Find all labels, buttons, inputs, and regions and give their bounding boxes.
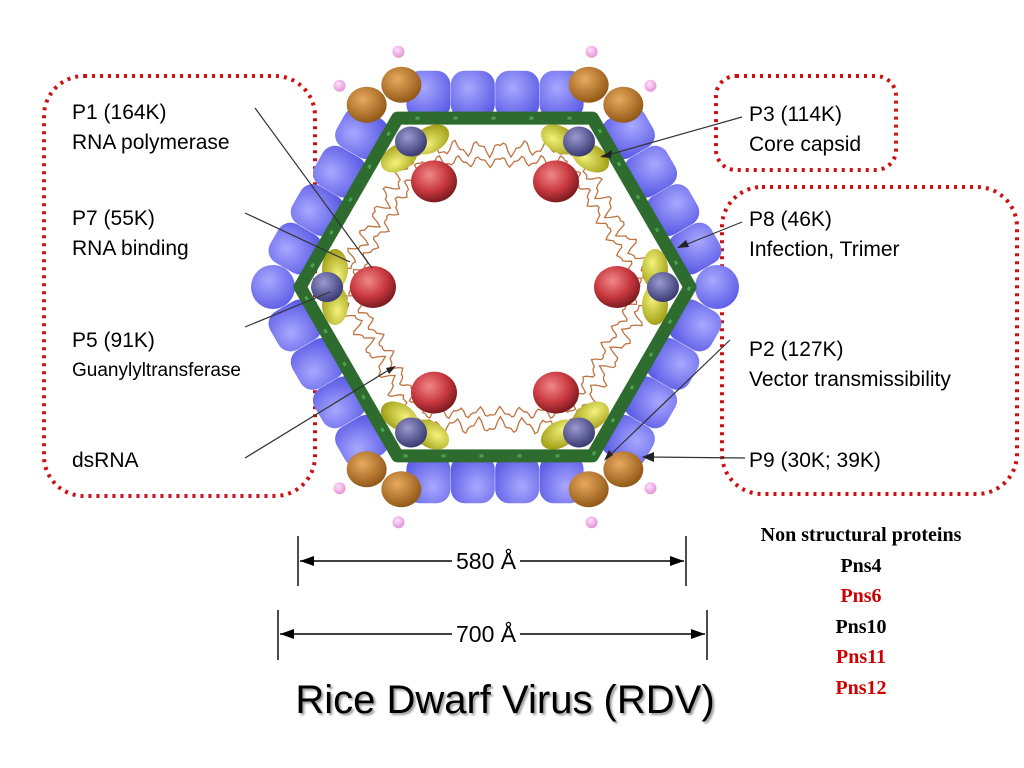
dsrna-strand: [567, 286, 641, 414]
label-p8-name: P8 (46K): [749, 208, 832, 231]
non-structural-item: Pns12: [835, 676, 887, 699]
p8-corner-blob: [695, 265, 739, 309]
p2-blob: [603, 451, 644, 488]
p5-blob: [395, 417, 427, 448]
label-p3: P3 (114K) Core capsid: [749, 100, 861, 160]
p8-blob: [495, 455, 540, 504]
p9-dot: [392, 516, 405, 529]
label-p2-name: P2 (127K): [749, 338, 844, 361]
dim700-left-arrow: [280, 629, 294, 639]
page-title: Rice Dwarf Virus (RDV): [295, 678, 715, 722]
p8-blob: [450, 455, 495, 504]
p9-dot: [585, 45, 598, 58]
label-p3-desc: Core capsid: [749, 133, 862, 156]
leader-arrowheads: [386, 150, 689, 462]
non-structural-item: Pns6: [840, 585, 882, 607]
arrowhead-dsrna: [386, 366, 396, 374]
label-dsrna-name: dsRNA: [72, 449, 139, 472]
leader-p3: [603, 116, 743, 157]
leader-p5: [244, 291, 331, 328]
leader-dsrna: [244, 367, 393, 459]
p9-dot: [333, 482, 346, 495]
p9-dot: [644, 482, 657, 495]
p3-hexagon: [293, 111, 697, 463]
label-p5: P5 (91K) Guanylyltransferase: [72, 326, 241, 386]
p9-dot: [392, 45, 405, 58]
label-p2-desc: Vector transmissibility: [749, 368, 951, 391]
arrowhead-p2: [604, 450, 613, 461]
leader-p9: [647, 456, 746, 459]
p8-blob: [495, 70, 540, 119]
dim700-right-arrow: [691, 629, 705, 639]
p2-blob: [381, 66, 422, 103]
p1-blob: [594, 266, 640, 308]
label-p1-desc: RNA polymerase: [72, 131, 230, 154]
p2-blob: [346, 86, 387, 123]
non-structural-heading: Non structural proteins: [760, 524, 962, 546]
label-p7: P7 (55K) RNA binding: [72, 204, 189, 264]
p5-blob: [311, 272, 343, 302]
leader-p2: [606, 339, 731, 459]
label-p5-name: P5 (91K): [72, 329, 155, 352]
p2-blob: [381, 471, 422, 508]
leader-p8: [679, 221, 743, 248]
p2-corner-layer: [251, 45, 739, 529]
leader-p7: [244, 212, 351, 263]
label-p5-desc: Guanylyltransferase: [72, 360, 241, 381]
p1-blob: [350, 266, 396, 308]
p5-blob: [395, 126, 427, 157]
label-p1-name: P1 (164K): [72, 101, 167, 124]
dsrna-strand: [349, 160, 423, 288]
p1-blob: [533, 371, 579, 414]
leader-lines: [244, 107, 746, 459]
p9-dot: [644, 79, 657, 92]
p8-outer-layer: [268, 70, 722, 504]
dim580-left-arrow: [300, 556, 314, 566]
p2-blob: [568, 66, 609, 103]
arrowhead-p3: [600, 150, 612, 158]
p9-dot: [585, 516, 598, 529]
non-structural-item: Pns4: [840, 554, 882, 577]
label-p2: P2 (127K) Vector transmissibility: [749, 335, 951, 395]
p5-blob: [563, 126, 595, 157]
p1-blob: [533, 160, 579, 203]
non-structural-item: Pns10: [835, 615, 887, 638]
label-p1: P1 (164K) RNA polymerase: [72, 98, 230, 158]
label-dsrna: dsRNA: [72, 446, 139, 476]
label-p9-name: P9 (30K; 39K): [749, 449, 881, 472]
p9-dot: [333, 79, 346, 92]
label-p8: P8 (46K) Infection, Trimer: [749, 205, 900, 265]
p3-core-capsid: [293, 111, 697, 463]
dim-700-label: 700 Å: [452, 621, 521, 647]
leader-p1: [254, 107, 373, 269]
right-callout-box: [720, 185, 1019, 496]
non-structural-item: Pns11: [835, 646, 887, 668]
p1-blob: [411, 160, 457, 203]
label-p9: P9 (30K; 39K): [749, 446, 881, 476]
label-p8-desc: Infection, Trimer: [749, 238, 900, 261]
p2-blob: [568, 471, 609, 508]
p2-blob: [346, 451, 387, 488]
p2-blob: [603, 86, 644, 123]
arrowhead-p9: [642, 452, 654, 462]
dim-580-label: 580 Å: [452, 548, 521, 574]
p8-blob: [450, 70, 495, 119]
p1-blob: [411, 371, 457, 414]
label-p7-desc: RNA binding: [72, 237, 189, 260]
arrowhead-p8: [677, 240, 689, 248]
p5-blob: [563, 417, 595, 448]
inner-complexes: [311, 124, 679, 450]
left-callout-box: [42, 74, 317, 498]
p8-corner-blob: [251, 265, 295, 309]
dim580-right-arrow: [670, 556, 684, 566]
label-p7-name: P7 (55K): [72, 207, 155, 230]
p5-blob: [647, 272, 679, 302]
label-p3-name: P3 (114K): [749, 103, 842, 126]
